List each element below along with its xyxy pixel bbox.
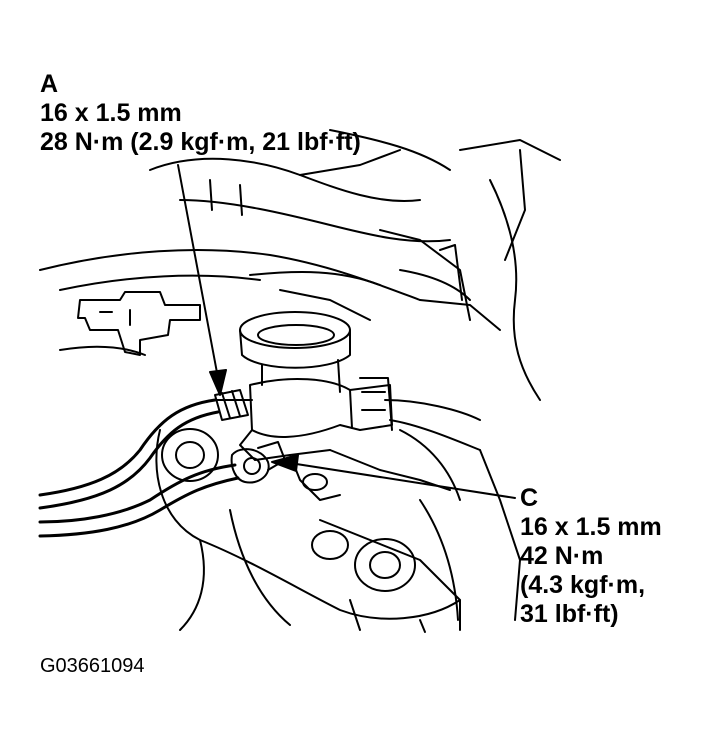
fitting-a [214,389,249,421]
bracket [59,291,201,356]
callout-c-torque-line1: 42 N·m [520,542,604,570]
fitting-c [230,441,286,484]
mounting-bolts [161,428,416,592]
leader-line-c [271,454,516,499]
callout-c-size: 16 x 1.5 mm [520,513,662,541]
callout-a-letter: A [40,70,59,98]
callout-a: A 16 x 1.5 mm 28 N·m (2.9 kgf·m, 21 lbf·… [40,70,361,157]
lower-structure [155,429,521,633]
callout-c: C 16 x 1.5 mm 42 N·m (4.3 kgf·m, 31 lbf·… [520,484,662,629]
figure-id: G03661094 [40,655,145,677]
callout-a-size: 16 x 1.5 mm [40,99,182,127]
background-structure [39,129,561,401]
reservoir-cap [239,311,351,393]
callout-a-torque: 28 N·m (2.9 kgf·m, 21 lbf·ft) [40,128,361,156]
callout-c-torque-line2: (4.3 kgf·m, [520,571,646,599]
leader-line-a [177,164,227,396]
brake-lines [38,398,240,538]
callout-c-letter: C [520,484,539,512]
callout-c-torque-line3: 31 lbf·ft) [520,600,619,628]
